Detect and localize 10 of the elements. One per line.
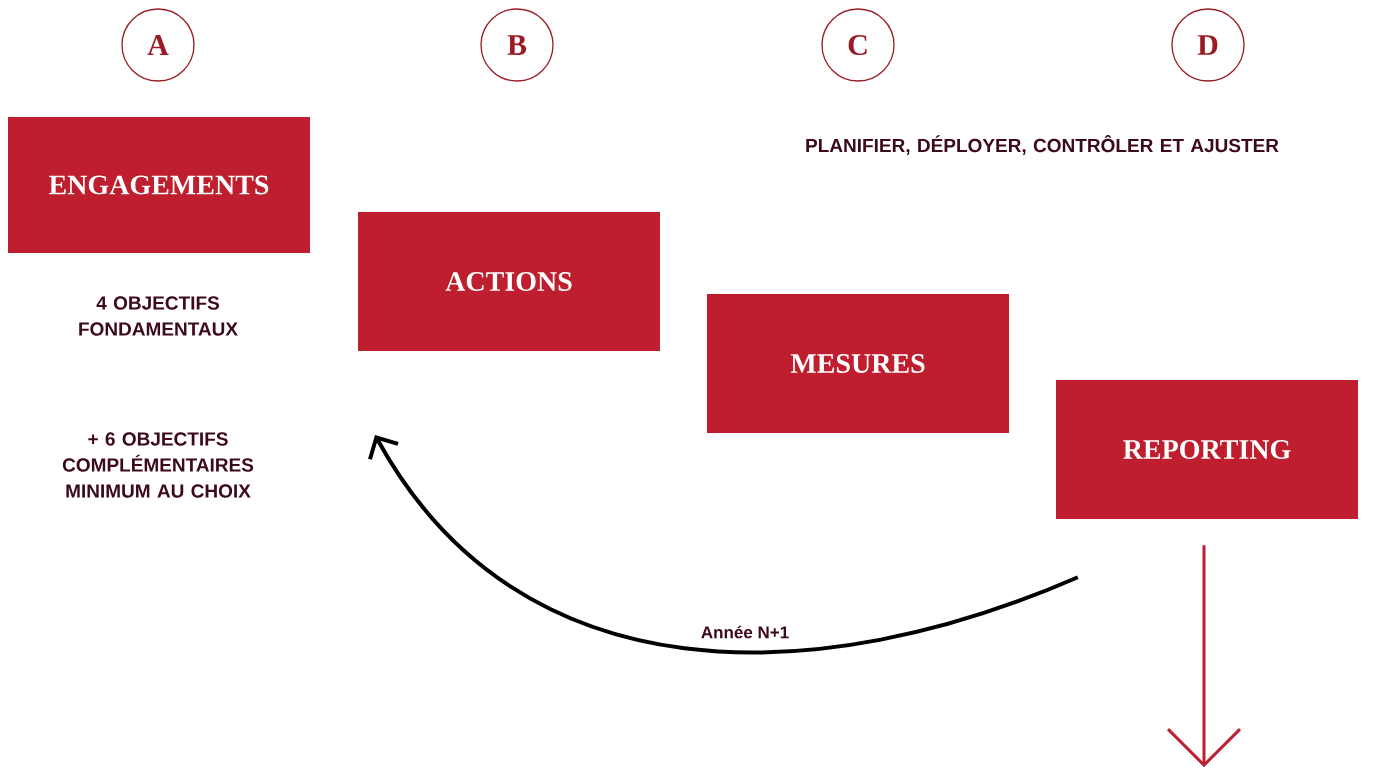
step-box: REPORTING (1056, 380, 1358, 519)
down-arrow (1166, 545, 1242, 768)
curved-arrow (368, 435, 1079, 655)
note-text: + 6 OBJECTIFS COMPLÉMENTAIRES MINIMUM AU CHOIX (62, 432, 254, 498)
note-text: 4 OBJECTIFS FONDAMENTAUX (79, 296, 238, 336)
heading-text: PLANIFIER, DÉPLOYER, CONTRÔLER ET AJUSTER (806, 135, 1279, 155)
edge-label: Année N+1 (698, 623, 792, 641)
step-box: MESURES (707, 294, 1009, 433)
step-box: ENGAGEMENTS (8, 117, 310, 253)
step-box: ACTIONS (358, 212, 660, 351)
